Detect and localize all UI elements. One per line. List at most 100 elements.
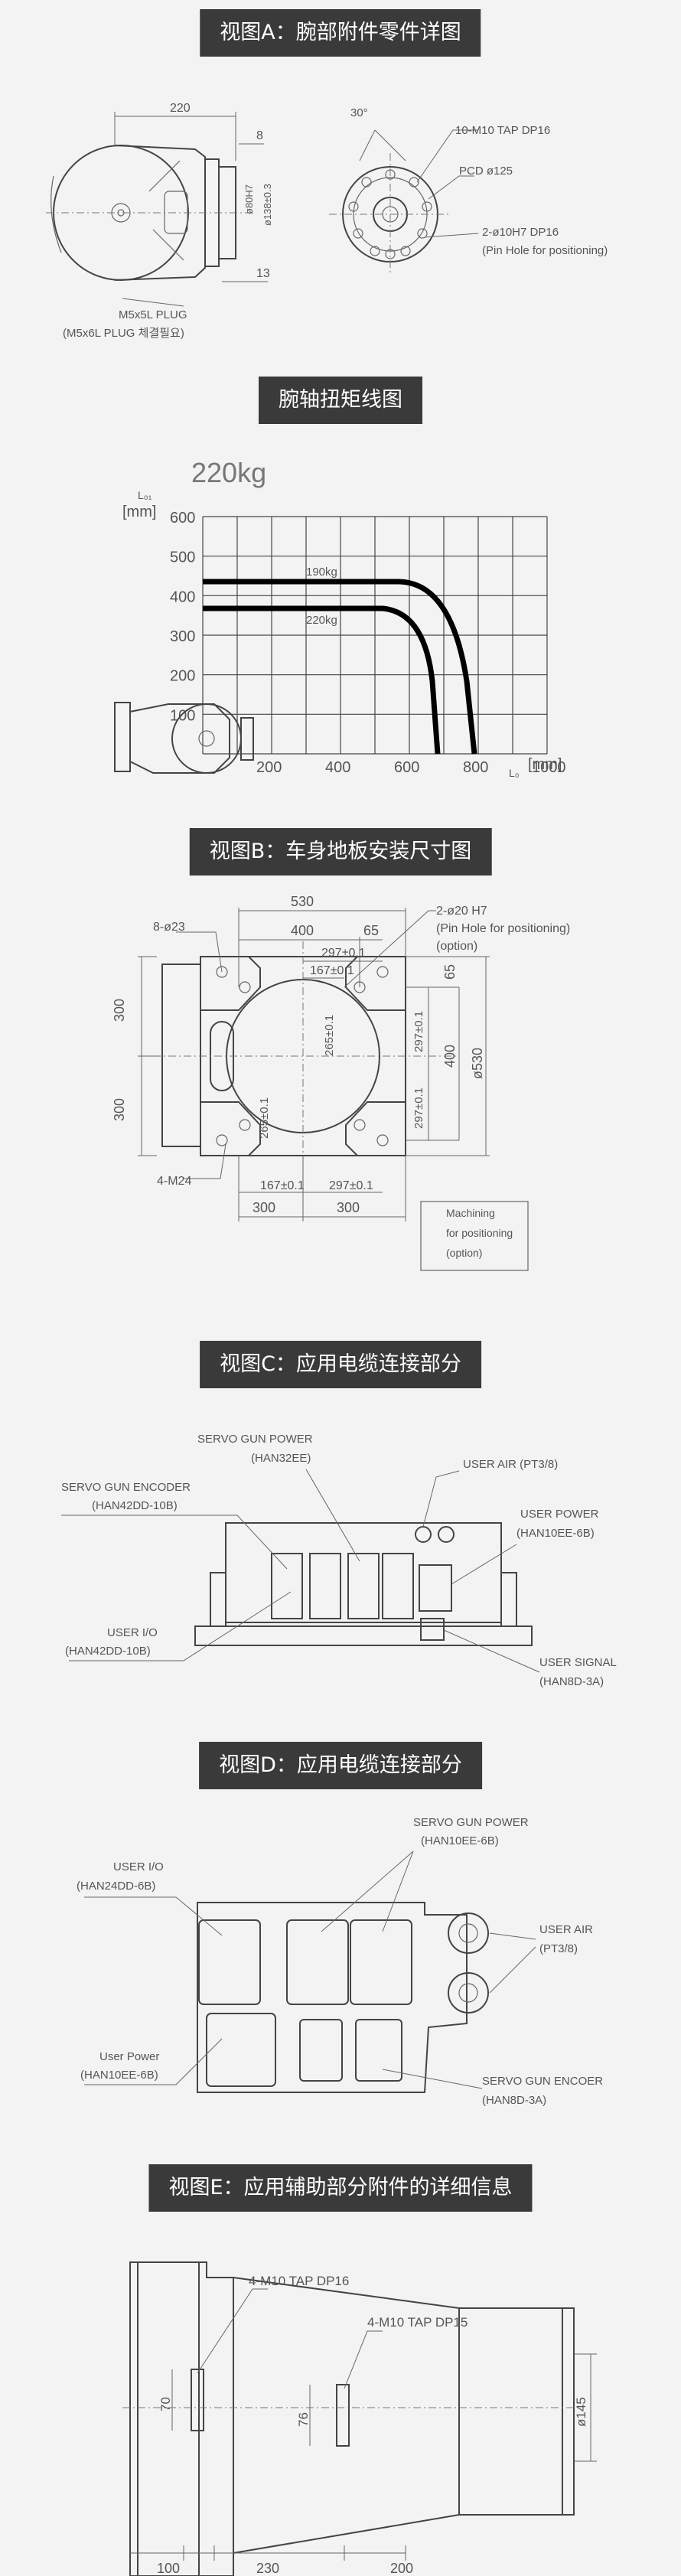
load-label: 220kg xyxy=(191,457,266,488)
plug-note: (M5x6L PLUG 체결필요) xyxy=(63,327,184,340)
servo-encoder-c: SERVO GUN ENCODER xyxy=(61,1481,191,1494)
dim-8: 8 xyxy=(256,129,263,142)
user-power-code-d: (HAN10EE-6B) xyxy=(80,2069,158,2082)
pin-holes-opt: (option) xyxy=(436,940,477,953)
servo-encoder-code-c: (HAN42DD-10B) xyxy=(92,1499,178,1512)
robot-overlay xyxy=(114,702,254,774)
arm-side-view xyxy=(122,2261,582,2576)
pin-note: (Pin Hole for positioning) xyxy=(482,244,608,257)
wrist-drawing: 220 8 13 ø80H7 ø138±0.3 M5x5L PLUG (M5x6… xyxy=(46,102,608,340)
wrist-side-view xyxy=(46,145,253,281)
servo-power-code-d: (HAN10EE-6B) xyxy=(421,1834,499,1847)
dim-400-r: 400 xyxy=(442,1045,458,1068)
dim-76: 76 xyxy=(296,2412,311,2427)
machining-1: Machining xyxy=(446,1207,495,1219)
servo-encoder-d: SERVO GUN ENCOER xyxy=(482,2075,603,2088)
dim-230: 230 xyxy=(256,2561,279,2576)
dim-100: 100 xyxy=(157,2561,180,2576)
dim-265-low: 265±0.1 xyxy=(258,1097,271,1139)
dia-138: ø138±0.3 xyxy=(262,184,273,226)
floor-mount-drawing: 530 400 65 297±0.1 167±0.1 2-ø20 H7 (Pin… xyxy=(112,895,570,1271)
dim-297-bot: 297±0.1 xyxy=(329,1179,373,1192)
user-power-c: USER POWER xyxy=(520,1508,599,1521)
y-axis-unit: [mm] xyxy=(122,504,156,520)
dim-65: 65 xyxy=(363,923,379,938)
y-axis-label: L₀₁ xyxy=(138,489,152,501)
x-axis-label: L₀ xyxy=(509,767,520,779)
dim-300-bl: 300 xyxy=(253,1200,275,1215)
dim-70: 70 xyxy=(158,2397,173,2411)
tap-label: 10-M10 TAP DP16 xyxy=(455,124,550,137)
user-power-code-c: (HAN10EE-6B) xyxy=(516,1527,595,1540)
dim-297-top: 297±0.1 xyxy=(321,947,366,960)
user-signal-code-c: (HAN8D-3A) xyxy=(539,1675,604,1688)
dim-300-lt: 300 xyxy=(112,999,127,1022)
y-tick-label: 400 xyxy=(170,589,195,605)
machining-2: for positioning xyxy=(446,1227,513,1239)
dim-297-r1: 297±0.1 xyxy=(412,1011,425,1052)
flange-front-view xyxy=(329,129,451,276)
tap-1: 4-M10 TAP DP16 xyxy=(249,2274,349,2288)
torque-grid xyxy=(202,516,548,755)
m24-label: 4-M24 xyxy=(157,1175,191,1188)
dim-167-top: 167±0.1 xyxy=(310,964,354,977)
dim-65-r: 65 xyxy=(442,964,458,980)
dim-297-r2: 297±0.1 xyxy=(412,1087,425,1129)
user-power-d: User Power xyxy=(99,2050,159,2063)
user-io-code-d: (HAN24DD-6B) xyxy=(77,1880,155,1893)
y-tick-label: 600 xyxy=(170,510,195,527)
y-tick-label: 100 xyxy=(170,707,195,724)
dim-400: 400 xyxy=(291,923,314,938)
y-tick-label: 300 xyxy=(170,628,195,645)
torque-title: 腕轴扭矩线图 xyxy=(259,377,422,424)
servo-power-d: SERVO GUN POWER xyxy=(413,1816,529,1829)
cable-connection-c: SERVO GUN POWER (HAN32EE) USER AIR (PT3/… xyxy=(61,1433,617,1688)
section-a-title: 视图A：腕部附件零件详图 xyxy=(200,9,481,57)
dim-300-br: 300 xyxy=(337,1200,360,1215)
pin-label: 2-ø10H7 DP16 xyxy=(482,226,559,239)
dim-530-r: ø530 xyxy=(470,1048,485,1079)
x-tick-label: 400 xyxy=(325,759,350,776)
cable-connection-d: SERVO GUN POWER (HAN10EE-6B) USER I/O (H… xyxy=(77,1816,603,2107)
section-b-title: 视图B：车身地板安装尺寸图 xyxy=(189,828,492,876)
connector-panel-d xyxy=(197,1902,489,2093)
plug-label: M5x5L PLUG xyxy=(119,308,187,321)
servo-power-c: SERVO GUN POWER xyxy=(197,1433,313,1446)
curve-220-label: 220kg xyxy=(306,614,337,627)
pin-holes: 2-ø20 H7 xyxy=(436,905,487,918)
dim-13: 13 xyxy=(256,267,270,280)
base-plate xyxy=(153,941,459,1171)
machining-3: (option) xyxy=(446,1247,482,1259)
y-tick-label: 200 xyxy=(170,668,195,685)
dia-80: ø80H7 xyxy=(243,184,255,214)
x-tick-label: 200 xyxy=(256,759,282,776)
x-tick-label: 1000 xyxy=(532,759,566,776)
user-io-d: USER I/O xyxy=(113,1860,164,1873)
user-air-d: USER AIR xyxy=(539,1923,593,1936)
dim-167-bot: 167±0.1 xyxy=(260,1179,305,1192)
curve-220kg xyxy=(203,605,441,755)
servo-power-code-c: (HAN32EE) xyxy=(251,1452,311,1465)
tap-2: 4-M10 TAP DP15 xyxy=(367,2315,468,2330)
user-air-c: USER AIR (PT3/8) xyxy=(463,1458,558,1471)
user-io-c: USER I/O xyxy=(107,1626,158,1639)
pcd-label: PCD ø125 xyxy=(459,165,513,178)
dim-30deg: 30° xyxy=(350,106,368,119)
y-tick-label: 500 xyxy=(170,549,195,566)
dim-265-up: 265±0.1 xyxy=(323,1015,336,1056)
dim-200: 200 xyxy=(390,2561,413,2576)
curve-190kg xyxy=(203,579,477,755)
dim-530: 530 xyxy=(291,895,314,909)
connector-panel-c xyxy=(194,1522,533,1646)
user-air-code-d: (PT3/8) xyxy=(539,1942,578,1955)
section-d-title: 视图D：应用电缆连接部分 xyxy=(199,1742,482,1789)
dia-145: ø145 xyxy=(574,2397,588,2427)
auxiliary-drawing: 4-M10 TAP DP16 4-M10 TAP DP15 70 76 ø145… xyxy=(122,2261,597,2576)
servo-encoder-code-d: (HAN8D-3A) xyxy=(482,2094,546,2107)
holes-8: 8-ø23 xyxy=(153,921,185,934)
section-c-title: 视图C：应用电缆连接部分 xyxy=(200,1341,481,1388)
user-io-code-c: (HAN42DD-10B) xyxy=(65,1645,151,1658)
x-tick-label: 800 xyxy=(463,759,488,776)
